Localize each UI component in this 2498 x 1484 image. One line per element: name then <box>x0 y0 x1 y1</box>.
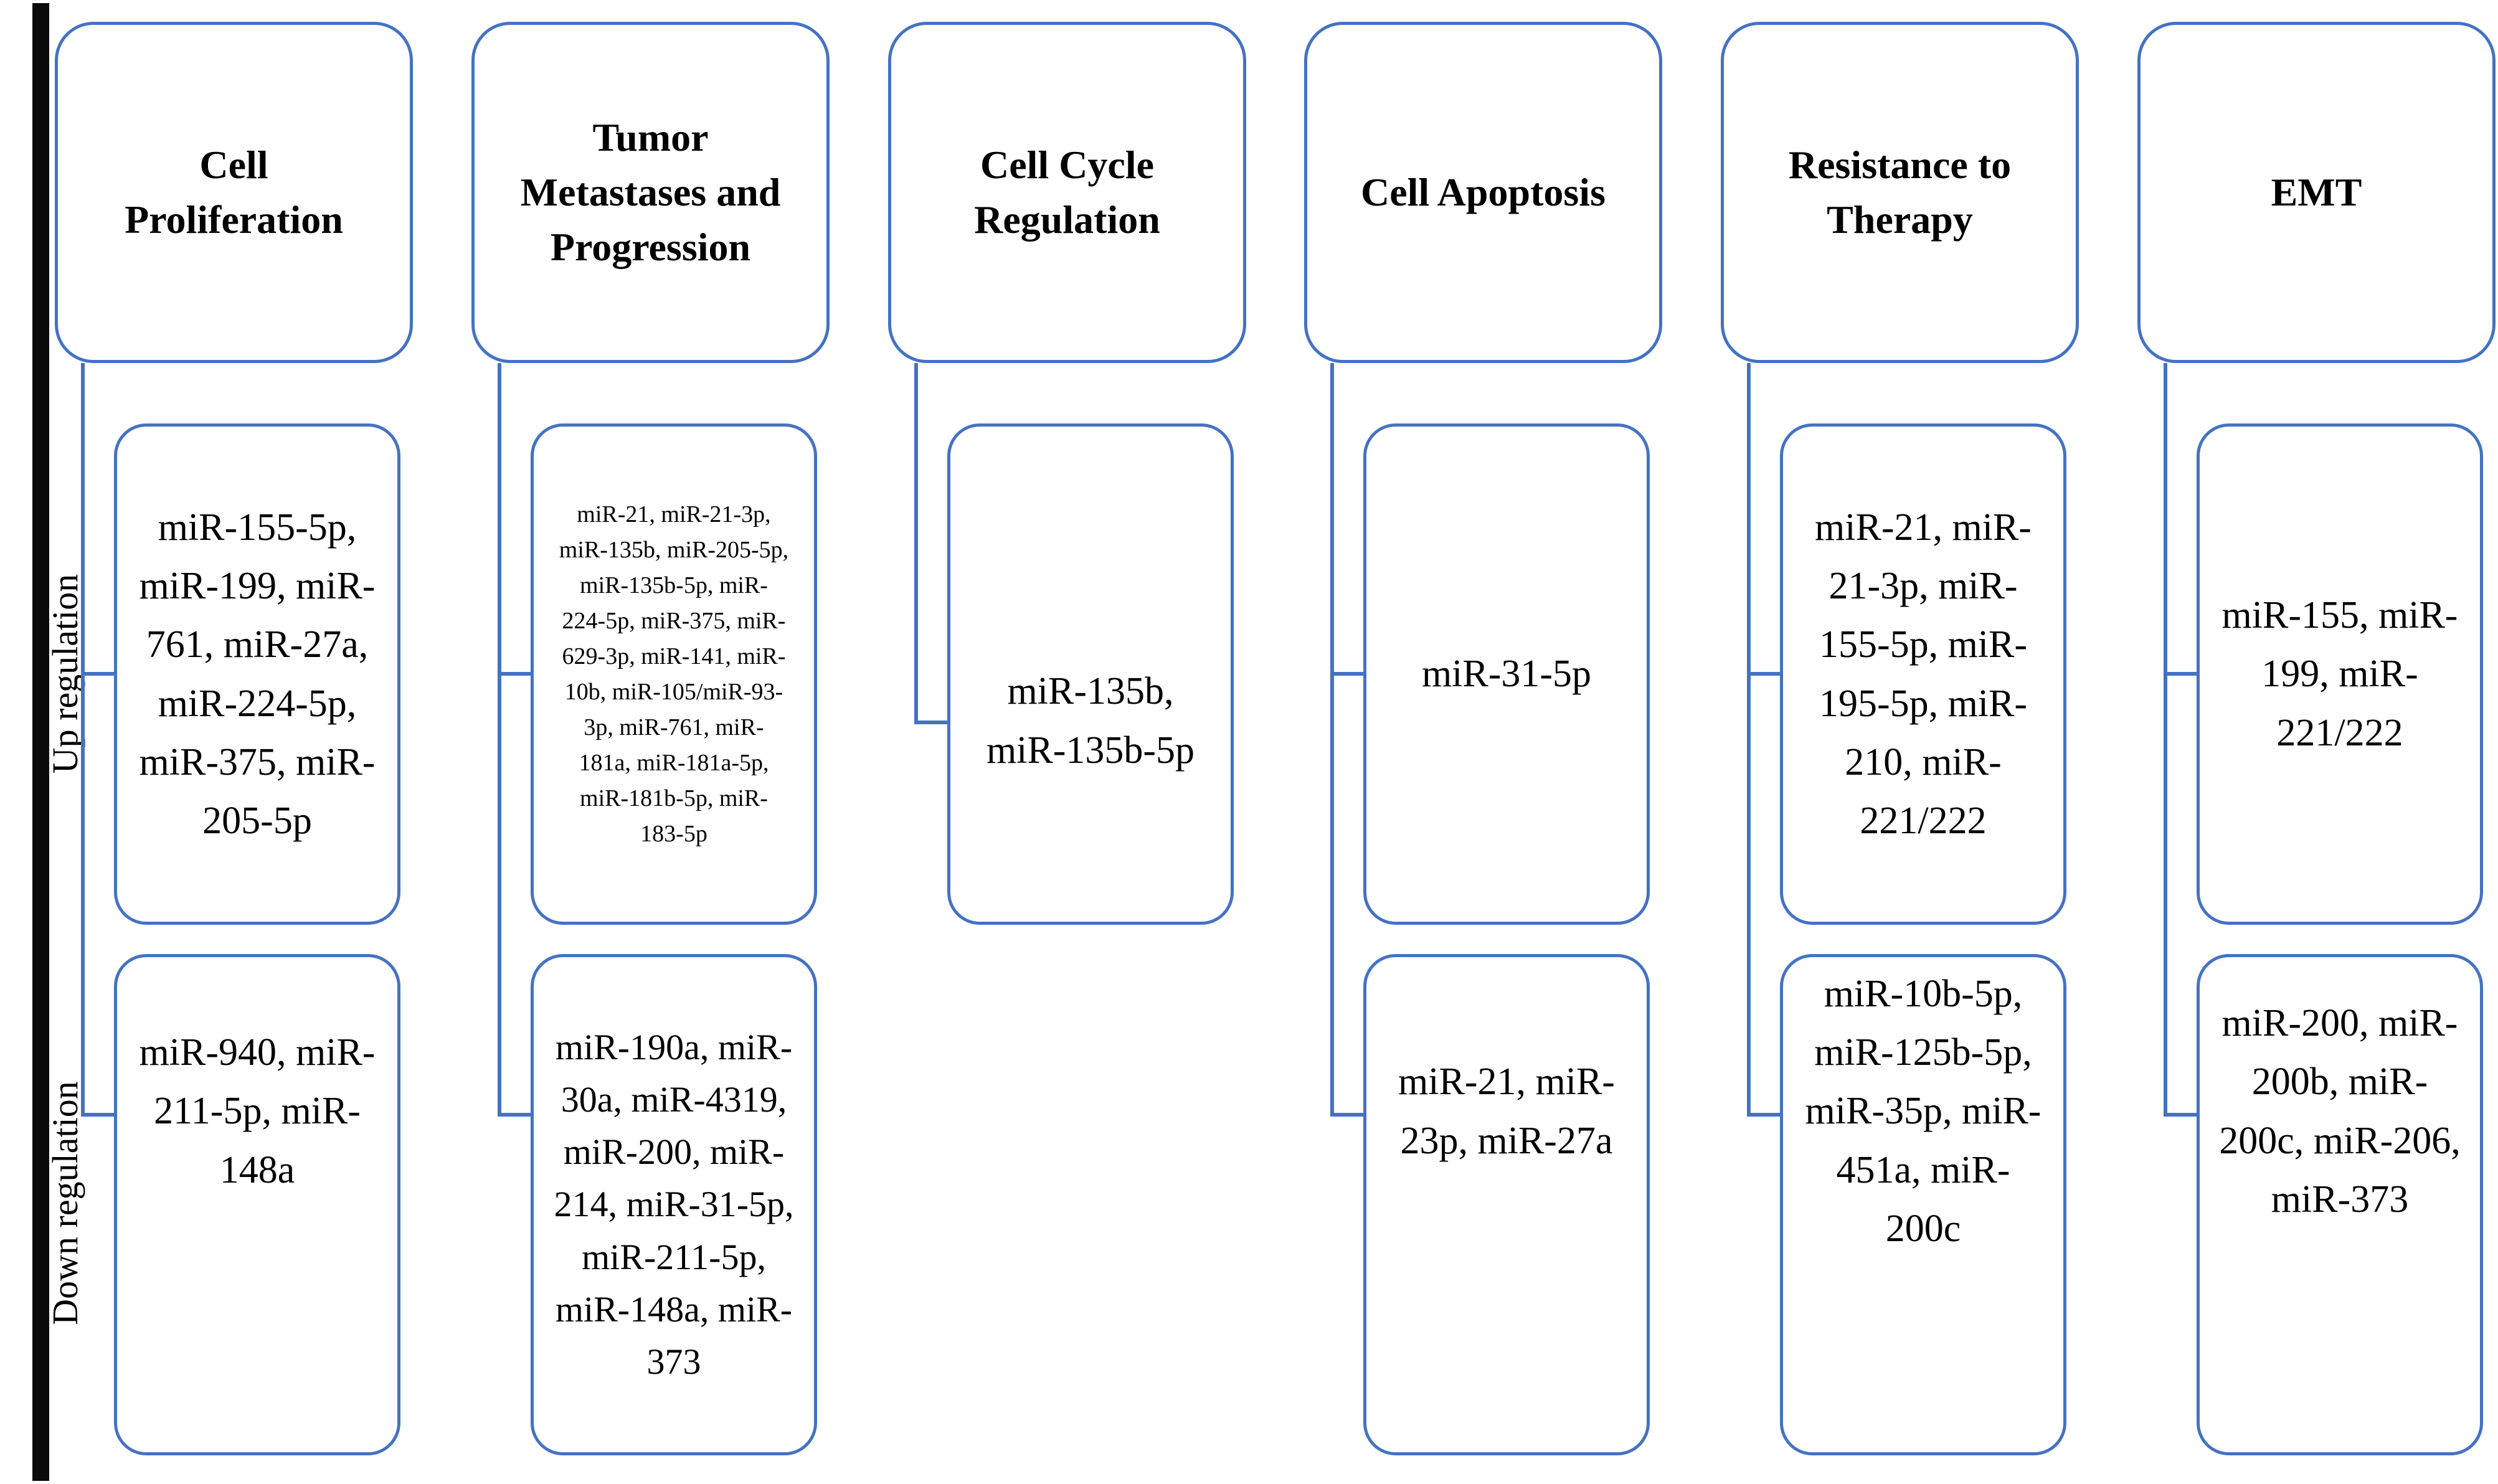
upregulation-mir-box: miR-31-5p <box>1363 423 1650 925</box>
category-title: Tumor Metastases and Progression <box>520 115 781 270</box>
downregulation-mir-list: miR-10b-5p, miR-125b-5p, miR-35p, miR-45… <box>1805 972 2041 1250</box>
category-column-cell-cycle-regulation: Cell Cycle Regulation miR-135b, miR-135b… <box>888 0 1305 1484</box>
connector-line <box>2164 363 2167 1117</box>
connector-stub-up <box>1747 672 1782 676</box>
connector-line <box>914 363 918 724</box>
category-column-resistance-to-therapy: Resistance to Therapy miR-21, miR-21-3p,… <box>1721 0 2137 1484</box>
category-title: Cell Cycle Regulation <box>974 142 1160 242</box>
connector-stub-up <box>81 672 116 676</box>
downregulation-mir-box: miR-21, miR-23p, miR-27a <box>1363 954 1650 1455</box>
connector-line <box>498 363 501 1117</box>
category-title: Cell Proliferation <box>125 142 343 242</box>
upregulation-mir-box: miR-21, miR-21-3p, miR-155-5p, miR-195-5… <box>1780 423 2066 925</box>
upregulation-mir-list: miR-31-5p <box>1421 653 1592 696</box>
downregulation-mir-box: miR-190a, miR-30a, miR-4319, miR-200, mi… <box>531 954 817 1455</box>
connector-stub-up <box>2164 672 2198 676</box>
upregulation-mir-box: miR-155-5p, miR-199, miR-761, miR-27a, m… <box>114 423 400 925</box>
category-header-box: Cell Apoptosis <box>1304 22 1662 363</box>
downregulation-mir-list: miR-21, miR-23p, miR-27a <box>1398 1061 1615 1162</box>
upregulation-mir-box: miR-155, miR-199, miR-221/222 <box>2197 423 2483 925</box>
category-column-cell-proliferation: Cell Proliferation miR-155-5p, miR-199, … <box>55 0 471 1484</box>
connector-line <box>1330 363 1334 1117</box>
category-header-box: Resistance to Therapy <box>1721 22 2079 363</box>
downregulation-mir-box: miR-940, miR-211-5p, miR-148a <box>114 954 400 1455</box>
category-header-box: Tumor Metastases and Progression <box>471 22 830 363</box>
connector-stub-up <box>498 672 532 676</box>
category-header-box: Cell Cycle Regulation <box>888 22 1246 363</box>
connector-stub-down <box>81 1113 116 1117</box>
upregulation-mir-box: miR-21, miR-21-3p, miR-135b, miR-205-5p,… <box>531 423 817 925</box>
downregulation-mir-box: miR-200, miR-200b, miR-200c, miR-206, mi… <box>2197 954 2483 1455</box>
category-column-emt: EMT miR-155, miR-199, miR-221/222 miR-20… <box>2137 0 2498 1484</box>
category-column-cell-apoptosis: Cell Apoptosis miR-31-5p miR-21, miR-23p… <box>1304 0 1721 1484</box>
connector-line <box>1747 363 1751 1117</box>
category-header-box: Cell Proliferation <box>55 22 413 363</box>
category-title: Cell Apoptosis <box>1361 169 1606 214</box>
connector-stub-up <box>914 721 949 724</box>
category-header-box: EMT <box>2137 22 2496 363</box>
connector-stub-down <box>1747 1113 1782 1117</box>
category-title: EMT <box>2271 169 2362 214</box>
connector-line <box>81 363 85 1117</box>
category-title: Resistance to Therapy <box>1788 142 2012 242</box>
left-axis-bar <box>32 3 49 1481</box>
upregulation-mir-list: miR-21, miR-21-3p, miR-155-5p, miR-195-5… <box>1815 506 2032 842</box>
connector-stub-down <box>498 1113 532 1117</box>
upregulation-mir-list: miR-155-5p, miR-199, miR-761, miR-27a, m… <box>139 506 376 842</box>
upregulation-mir-list: miR-21, miR-21-3p, miR-135b, miR-205-5p,… <box>559 501 789 847</box>
upregulation-mir-box: miR-135b, miR-135b-5p <box>947 423 1234 925</box>
connector-stub-down <box>1330 1113 1365 1117</box>
downregulation-mir-list: miR-190a, miR-30a, miR-4319, miR-200, mi… <box>554 1027 794 1382</box>
downregulation-mir-list: miR-200, miR-200b, miR-200c, miR-206, mi… <box>2219 1002 2461 1221</box>
downregulation-mir-box: miR-10b-5p, miR-125b-5p, miR-35p, miR-45… <box>1780 954 2066 1455</box>
category-column-tumor-metastases: Tumor Metastases and Progression miR-21,… <box>471 0 888 1484</box>
upregulation-mir-list: miR-155, miR-199, miR-221/222 <box>2221 594 2458 754</box>
connector-stub-up <box>1330 672 1365 676</box>
connector-stub-down <box>2164 1113 2198 1117</box>
downregulation-mir-list: miR-940, miR-211-5p, miR-148a <box>139 1031 376 1191</box>
upregulation-mir-list: miR-135b, miR-135b-5p <box>986 670 1195 772</box>
